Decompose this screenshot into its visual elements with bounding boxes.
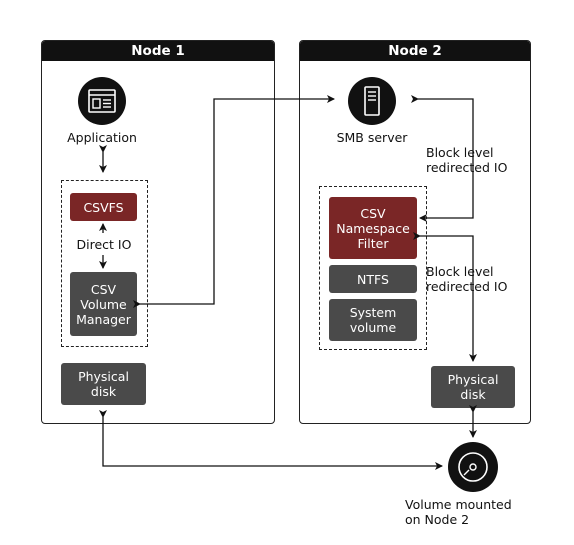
csv-namespace-filter-line-3: Filter bbox=[357, 235, 389, 251]
disk-icon bbox=[448, 442, 498, 492]
volume-mounted-line-2: on Node 2 bbox=[405, 512, 470, 527]
node-2-physical-disk-line-2: disk bbox=[460, 387, 486, 402]
csv-volume-manager-box: CSV Volume Manager bbox=[70, 272, 137, 336]
filter-to-disk-arrow bbox=[413, 232, 477, 362]
csv-volume-manager-line-1: CSV bbox=[90, 281, 117, 297]
csv-namespace-filter-line-1: CSV bbox=[360, 205, 386, 221]
volume-mounted-label: Volume mounted on Node 2 bbox=[405, 497, 545, 527]
smb-to-filter-arrow bbox=[411, 95, 474, 222]
application-label: Application bbox=[67, 130, 137, 145]
node1-disk-to-volume-arrow bbox=[99, 410, 443, 470]
node-2-title: Node 2 bbox=[300, 41, 530, 61]
system-volume-line-1: System bbox=[349, 305, 397, 320]
direct-io-label: Direct IO bbox=[76, 237, 132, 252]
ntfs-box: NTFS bbox=[329, 265, 417, 293]
volume-mounted-line-1: Volume mounted bbox=[405, 497, 512, 512]
block-level-top-line-1: Block level bbox=[426, 145, 494, 160]
block-level-top-label: Block level redirected IO bbox=[426, 145, 536, 175]
system-volume-box: System volume bbox=[329, 299, 417, 341]
ntfs-label: NTFS bbox=[357, 271, 389, 287]
node-2-physical-disk-line-1: Physical bbox=[447, 372, 499, 387]
node-2-physical-disk-box: Physical disk bbox=[431, 366, 515, 408]
csvfs-box: CSVFS bbox=[70, 193, 137, 221]
csv-namespace-filter-line-2: Namespace bbox=[336, 220, 410, 236]
manager-to-smb-arrow bbox=[133, 95, 335, 308]
csv-volume-manager-line-2: Volume bbox=[80, 296, 127, 312]
application-window-icon bbox=[78, 77, 126, 125]
csvfs-label: CSVFS bbox=[83, 199, 124, 215]
csv-volume-manager-line-3: Manager bbox=[76, 311, 131, 327]
server-icon bbox=[348, 77, 396, 125]
csv-namespace-filter-box: CSV Namespace Filter bbox=[329, 197, 417, 259]
node-1-physical-disk-line-2: disk bbox=[90, 384, 117, 399]
smb-server-label: SMB server bbox=[336, 130, 408, 145]
node-1-physical-disk-box: Physical disk bbox=[61, 363, 146, 405]
node-1-title: Node 1 bbox=[42, 41, 274, 61]
block-level-top-line-2: redirected IO bbox=[426, 160, 508, 175]
system-volume-line-2: volume bbox=[349, 320, 397, 335]
node-1-physical-disk-line-1: Physical bbox=[78, 369, 129, 384]
